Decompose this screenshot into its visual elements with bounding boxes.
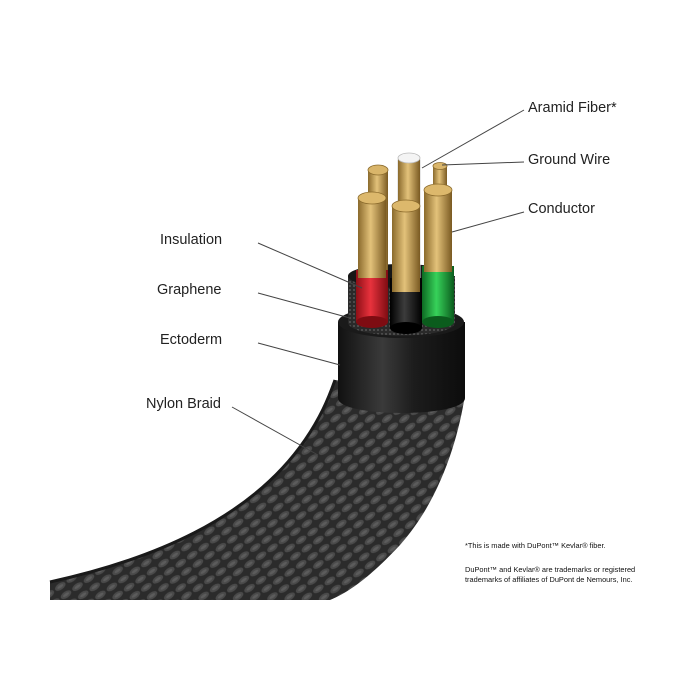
conductor-strand-black xyxy=(392,206,420,292)
label-aramid-fiber: Aramid Fiber* xyxy=(528,100,617,116)
conductor-strand-red xyxy=(358,198,386,278)
footnote-kevlar: *This is made with DuPont™ Kevlar® fiber… xyxy=(465,541,606,550)
label-conductor: Conductor xyxy=(528,201,595,217)
label-ectoderm: Ectoderm xyxy=(160,332,223,348)
label-graphene: Graphene xyxy=(157,282,222,298)
label-insulation: Insulation xyxy=(160,232,223,248)
ectoderm-jacket xyxy=(338,322,465,413)
label-ground-wire: Ground Wire xyxy=(528,152,611,168)
footnote-trademark-1: DuPont™ and Kevlar® are trademarks or re… xyxy=(465,565,636,574)
conductor-strand-green xyxy=(424,190,452,272)
label-nylon-braid: Nylon Braid xyxy=(146,396,221,412)
insulation-green xyxy=(422,266,454,322)
insulation-red xyxy=(356,270,388,322)
leader-lines xyxy=(231,109,525,456)
nylon-braid-body xyxy=(50,380,465,600)
footnote-trademark-2: trademarks of affiliates of DuPont de Ne… xyxy=(465,575,633,584)
